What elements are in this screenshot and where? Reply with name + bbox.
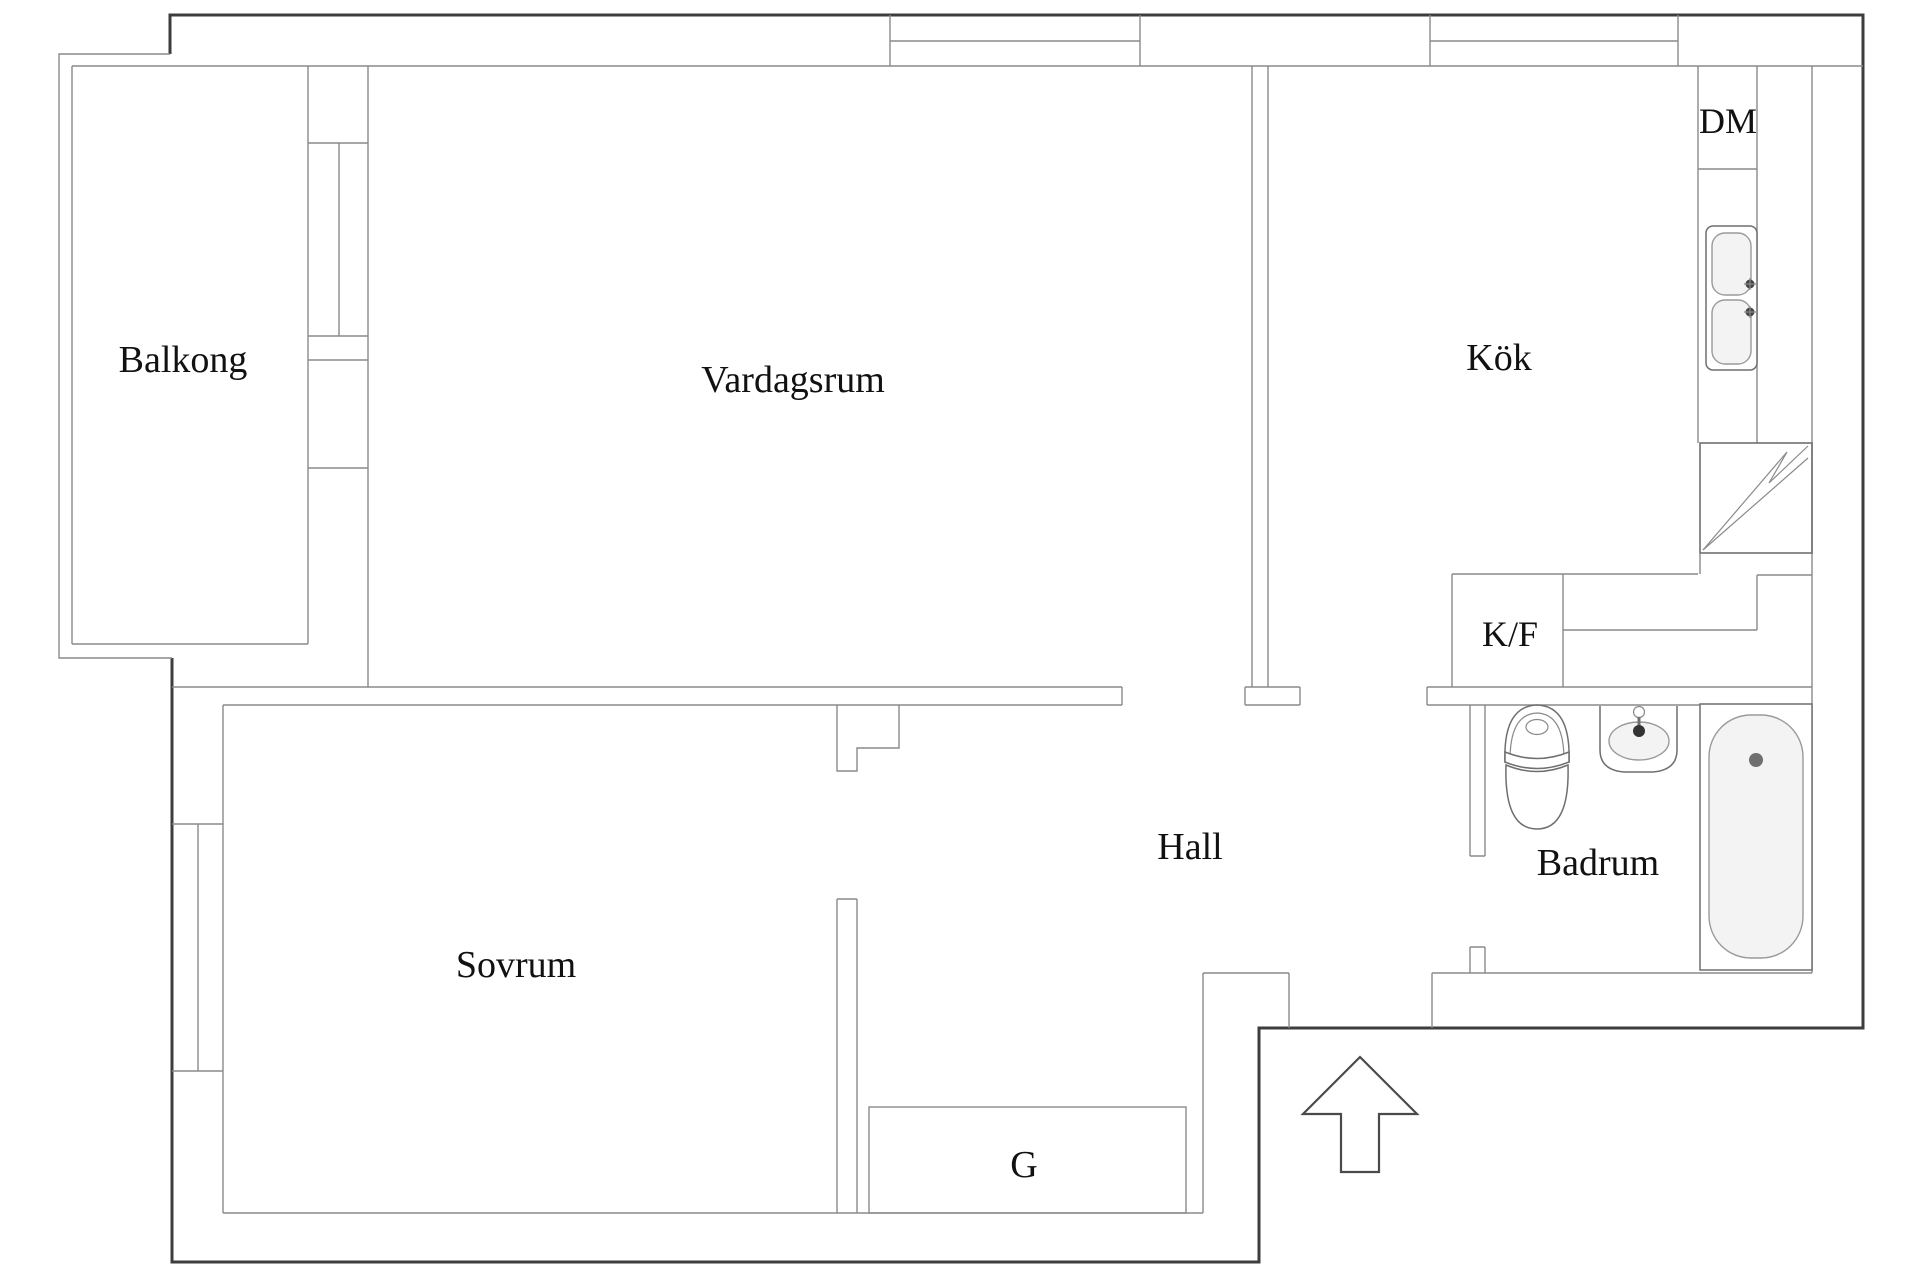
west-wall [172,705,224,1213]
living-room: Vardagsrum [701,359,885,401]
appliance-label-dishwasher: DM [1699,101,1757,141]
kitchen-sink-icon [1705,225,1758,371]
balcony-rail [58,53,172,659]
bathroom-west-wall [1469,705,1486,973]
room-label-bedroom: Sovrum [456,944,576,986]
outer-walls [58,13,1865,1264]
entrance-arrow-icon [1300,1055,1420,1174]
wardrobe-closet: G [868,1106,1187,1214]
kitchen-lower-counter [1451,553,1812,687]
hall: G Hall [868,826,1812,1214]
window-icon [172,823,223,1072]
kitchen-west-wall [1244,66,1301,706]
livingroom-south-wall [172,686,1123,706]
outer-boundary [168,13,1865,1264]
kitchen: DM K/F Kök [1451,66,1813,973]
room-label-bathroom: Badrum [1537,842,1659,884]
appliance-label-fridge-freezer: K/F [1482,614,1538,654]
bathroom: Badrum [1469,703,1813,973]
bedroom-east-wall [836,898,858,1213]
balcony-wall-band [308,66,369,687]
top-wall [72,15,1863,67]
bedroom: Sovrum [456,944,576,986]
bedroom-door-jamb [836,705,900,772]
room-label-living-room: Vardagsrum [701,359,885,401]
balcony-inner-outline [71,66,309,645]
room-label-hall: Hall [1157,826,1222,868]
kitchen-south-wall [1426,686,1812,706]
stove-icon [1699,442,1813,554]
bathtub-icon [1699,703,1813,971]
window-icon [889,15,1141,66]
balcony: Balkong [71,66,369,687]
washbasin-icon [1599,705,1678,773]
hall-southeast-walls [1202,972,1812,1213]
room-label-balcony: Balkong [119,339,248,381]
interior-walls [172,66,1812,1214]
window-icon [1429,15,1679,66]
appliance-label-wardrobe: G [1010,1144,1037,1186]
room-label-kitchen: Kök [1466,337,1531,379]
toilet-icon [1504,704,1570,830]
